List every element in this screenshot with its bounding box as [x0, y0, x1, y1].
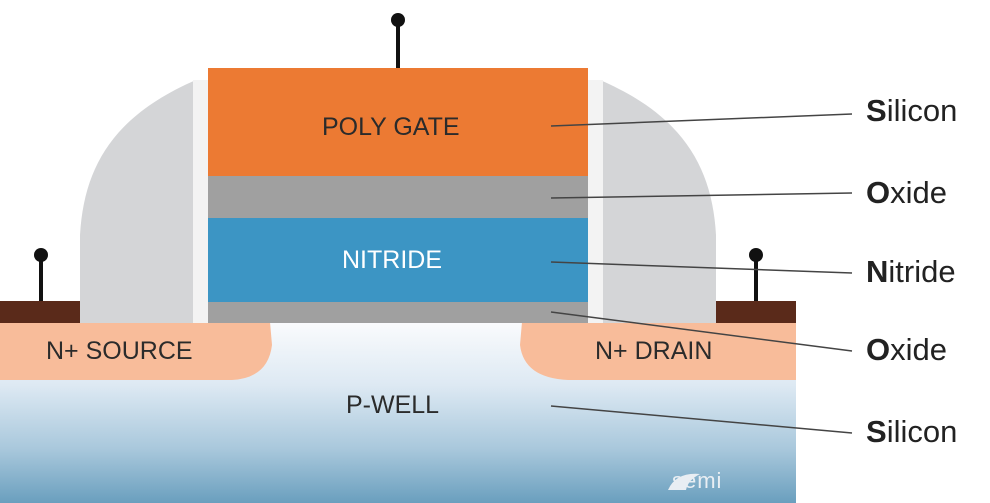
legend-oxide-top: Oxide	[866, 175, 947, 210]
right-spacer	[600, 80, 716, 323]
n-plus-drain-region	[520, 322, 796, 380]
legend-silicon-top: Silicon	[866, 93, 958, 128]
right-liner	[588, 80, 603, 323]
drain-contact-strip	[712, 301, 796, 323]
poly-gate-label: POLY GATE	[322, 113, 460, 141]
n-plus-source-label: N+ SOURCE	[46, 337, 193, 365]
drain-terminal	[749, 248, 763, 301]
poly-gate-layer	[208, 68, 588, 176]
watermark-text: semi	[672, 468, 723, 493]
gate-terminal	[391, 13, 405, 68]
leader-line-nitride	[550, 261, 853, 274]
leader-line-silicon-substrate	[550, 405, 853, 434]
legend-nitride: Nitride	[866, 254, 956, 289]
source-contact-strip	[0, 301, 92, 323]
leader-line-silicon-gate	[550, 113, 853, 127]
n-plus-source-region	[0, 322, 272, 380]
left-spacer	[80, 80, 196, 323]
watermark-logo	[668, 473, 700, 490]
leader-line-oxide-top	[550, 192, 853, 199]
nitride-layer	[208, 218, 588, 302]
nitride-label: NITRIDE	[342, 246, 442, 274]
legend-oxide-bottom: Oxide	[866, 332, 947, 367]
bottom-oxide-layer	[208, 302, 588, 323]
left-liner	[193, 80, 208, 323]
source-terminal	[34, 248, 48, 301]
leader-line-oxide-bottom	[550, 311, 853, 352]
top-oxide-layer	[208, 176, 588, 218]
p-well-label: P-WELL	[346, 391, 440, 419]
legend-silicon-bottom: Silicon	[866, 414, 958, 449]
n-plus-drain-label: N+ DRAIN	[595, 337, 713, 365]
